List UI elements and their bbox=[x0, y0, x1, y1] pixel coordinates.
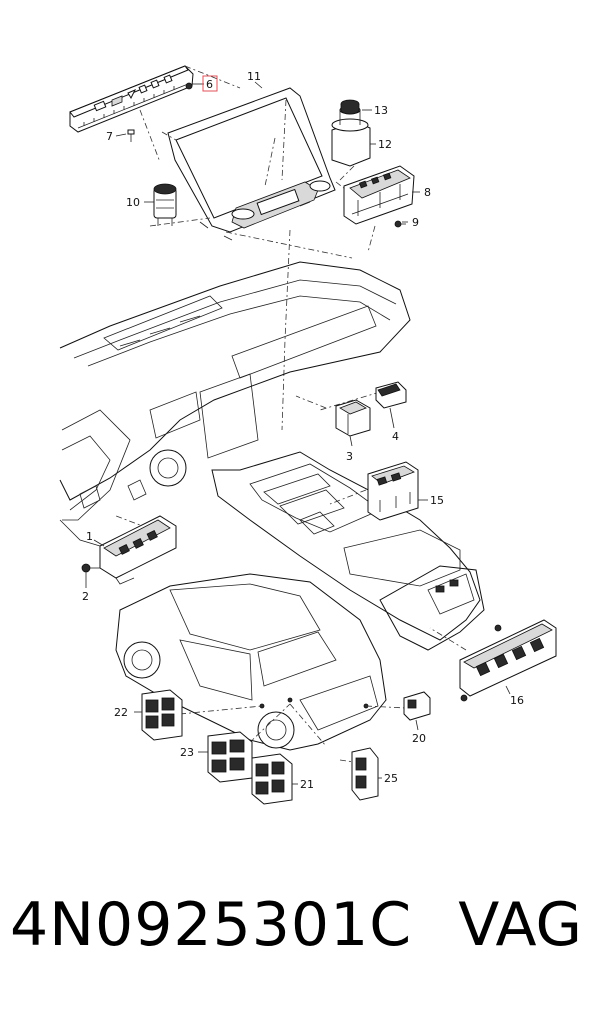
part-number: 4N0925301C bbox=[10, 890, 413, 960]
callout-12: 12 bbox=[378, 138, 392, 151]
footer: 4N0925301C VAG bbox=[0, 890, 600, 990]
callout-1: 1 bbox=[86, 530, 93, 543]
part-16-rear-climate-panel bbox=[459, 619, 557, 702]
callout-15: 15 bbox=[430, 494, 444, 507]
brand-name: VAG bbox=[458, 890, 582, 960]
part-25-switch bbox=[351, 747, 379, 801]
callout-20: 20 bbox=[412, 732, 426, 745]
callout-25: 25 bbox=[384, 772, 398, 785]
callout-10: 10 bbox=[126, 196, 140, 209]
part-3-switch bbox=[335, 399, 371, 437]
part-4-switch bbox=[375, 381, 407, 409]
callout-23: 23 bbox=[180, 746, 194, 759]
car-illustration bbox=[115, 573, 387, 751]
part-9-screw bbox=[394, 220, 406, 228]
callout-3: 3 bbox=[346, 450, 353, 463]
callout-4: 4 bbox=[392, 430, 399, 443]
callout-11: 11 bbox=[247, 70, 261, 83]
callout-22: 22 bbox=[114, 706, 128, 719]
part-10-switch bbox=[153, 183, 177, 226]
part-15-switch-module bbox=[367, 461, 419, 521]
part-12-rotary-control bbox=[331, 105, 371, 167]
part-21-window-switch bbox=[251, 753, 293, 805]
part-2-screw bbox=[81, 563, 100, 573]
callout-7: 7 bbox=[106, 130, 113, 143]
part-22-window-switch bbox=[141, 689, 183, 741]
callout-6-highlight bbox=[202, 75, 218, 92]
callout-9: 9 bbox=[412, 216, 419, 229]
part-7-screw bbox=[127, 129, 135, 142]
part-6-switch-strip bbox=[69, 65, 194, 133]
part-8-switch-module bbox=[343, 165, 415, 225]
callout-13: 13 bbox=[374, 104, 388, 117]
callout-2: 2 bbox=[82, 590, 89, 603]
part-1-switch-panel bbox=[99, 515, 177, 585]
callout-21: 21 bbox=[300, 778, 314, 791]
part-20-switch bbox=[403, 691, 431, 721]
part-13-knob-cap bbox=[340, 99, 360, 115]
callout-6: 6 bbox=[206, 78, 213, 91]
callout-16: 16 bbox=[510, 694, 524, 707]
dashboard-assembly bbox=[59, 261, 485, 651]
part-11-console-frame bbox=[167, 87, 336, 241]
callout-8: 8 bbox=[424, 186, 431, 199]
part-23-window-switch bbox=[207, 731, 253, 783]
